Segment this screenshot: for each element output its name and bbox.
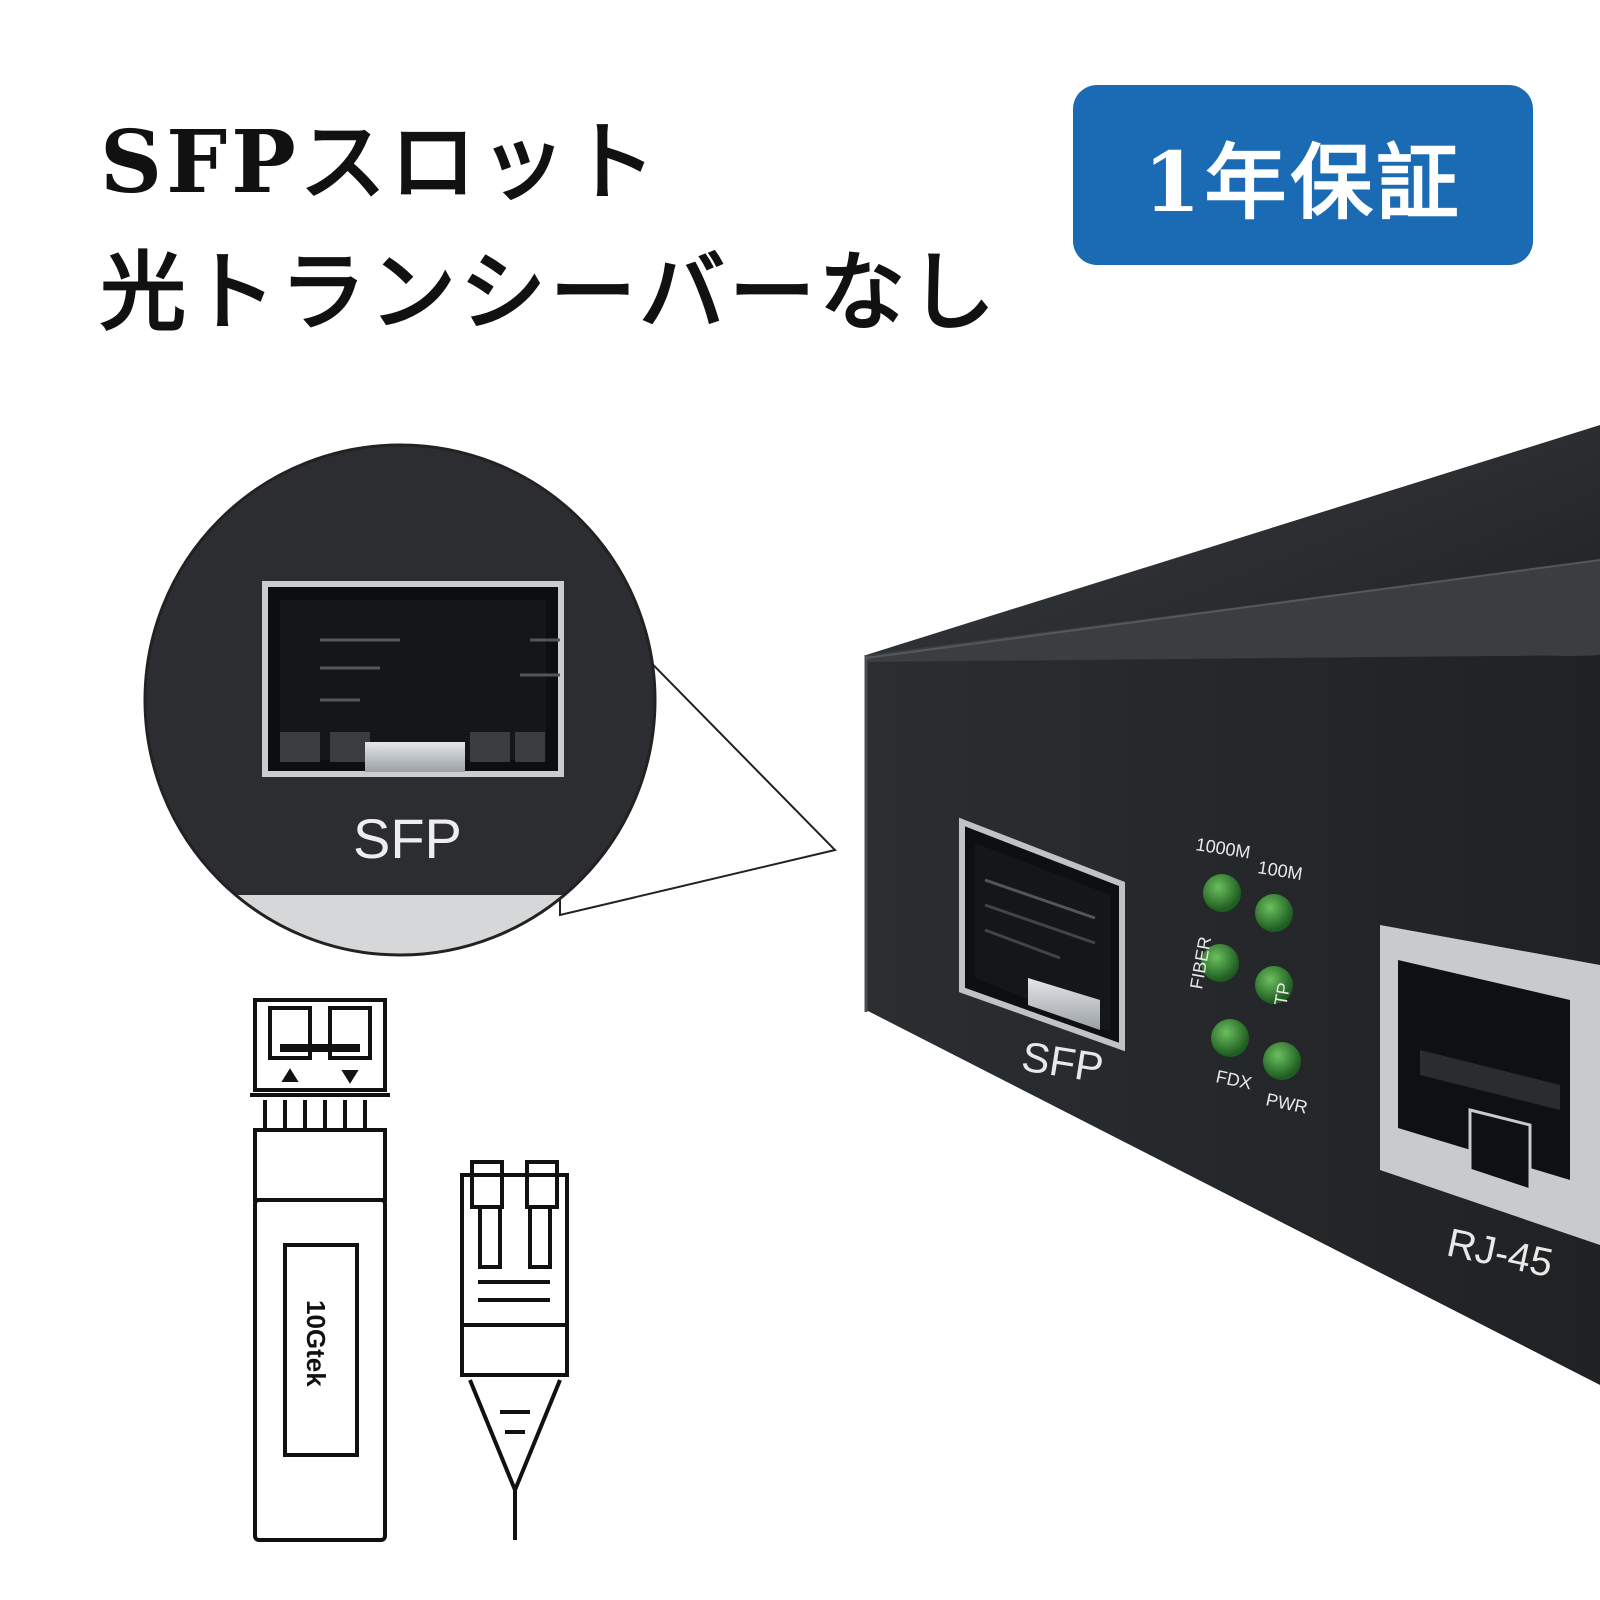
sfp-port[interactable]: [959, 817, 1125, 1052]
media-converter-device: SFP 1000M 100M FIBER TP FDX PWR RJ-45: [864, 425, 1600, 1385]
warranty-badge: 1年保証: [1073, 85, 1533, 265]
sfp-zoom-callout: SFP: [143, 443, 837, 957]
zoom-sfp-latch: [365, 742, 465, 772]
sfp-transceiver-drawing: 10Gtek: [250, 998, 390, 1542]
rj45-port[interactable]: [1380, 925, 1600, 1245]
led-fdx: [1211, 1019, 1249, 1057]
lc-fiber-connector-drawing: [460, 1160, 569, 1540]
led-fiber-link: [1201, 944, 1239, 982]
status-leds: [1201, 874, 1301, 1080]
led-1000m: [1203, 874, 1241, 912]
zoom-sfp-label: SFP: [353, 807, 462, 870]
warranty-badge-text: 1年保証: [1143, 134, 1463, 231]
led-pwr: [1263, 1042, 1301, 1080]
transceiver-brand-label: 10Gtek: [301, 1300, 331, 1387]
headline-line-1: SFPスロット: [100, 112, 660, 213]
headline-line-2: 光トランシーバーなし: [100, 242, 1000, 343]
led-100m: [1255, 894, 1293, 932]
led-label-tp: TP: [1271, 981, 1295, 1007]
led-tp-link: [1255, 966, 1293, 1004]
